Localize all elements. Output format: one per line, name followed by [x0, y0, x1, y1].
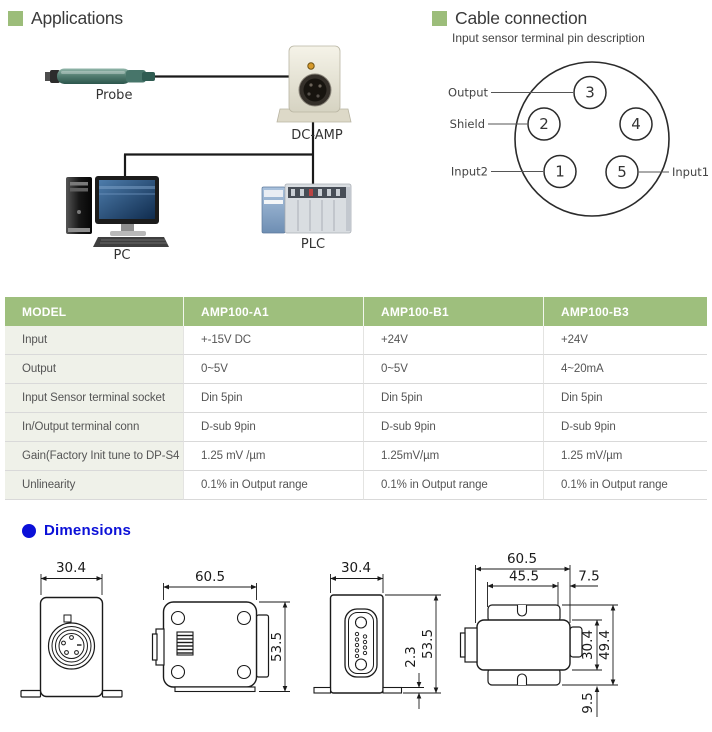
table-row: Output 0~5V 0~5V 4~20mA: [5, 355, 707, 384]
row-label: Input Sensor terminal socket: [5, 384, 183, 413]
row-label: Output: [5, 355, 183, 384]
cell-value: +-15V DC: [183, 326, 363, 355]
cell-value: 4~20mA: [543, 355, 707, 384]
pin-5-label: Input1: [672, 165, 709, 179]
spec-table-header-row: MODEL AMP100-A1 AMP100-B1 AMP100-B3: [5, 297, 707, 326]
dc-amp-label: DC-AMP: [291, 128, 343, 143]
cable-subtitle: Input sensor terminal pin description: [452, 31, 645, 45]
cell-value: 0.1% in Output range: [543, 471, 707, 500]
top-outer-width-dim: 60.5: [507, 551, 537, 567]
pin-3-label: Output: [448, 86, 488, 100]
dc-amp-graphic: [276, 45, 352, 123]
top-body-height-dim: 30.4: [580, 630, 596, 660]
row-label: In/Output terminal conn: [5, 413, 183, 442]
cable-title: Cable connection: [455, 8, 588, 28]
pin-1-label: Input2: [451, 165, 488, 179]
top-offset-dim: 7.5: [578, 569, 599, 585]
applications-diagram: Probe DC-AMP: [45, 45, 352, 263]
rear-flange-dim: 2.3: [403, 646, 419, 667]
cell-value: Din 5pin: [183, 384, 363, 413]
cell-value: +24V: [363, 326, 543, 355]
pin-2-label: Shield: [450, 117, 485, 131]
probe-graphic: [45, 68, 155, 84]
pin-2-number: 2: [539, 115, 549, 133]
cell-value: 0.1% in Output range: [363, 471, 543, 500]
row-label: Input: [5, 326, 183, 355]
green-square-icon: [432, 11, 447, 26]
connection-lines: [123, 75, 315, 187]
cell-value: Din 5pin: [363, 384, 543, 413]
top-inner-width-dim: 45.5: [509, 569, 539, 585]
pin-4-number: 4: [631, 115, 641, 133]
pin-leader-lines: [488, 91, 669, 173]
rear-height-dim: 53.5: [420, 629, 436, 659]
top-flange-ext-dim: 9.5: [580, 692, 596, 713]
side-height-dim: 53.5: [269, 632, 285, 662]
cell-value: D-sub 9pin: [363, 413, 543, 442]
cell-value: 1.25 mV /µm: [183, 442, 363, 471]
spec-table: MODEL AMP100-A1 AMP100-B1 AMP100-B3 Inpu…: [5, 297, 707, 500]
dimensions-section-header: Dimensions: [22, 522, 131, 539]
side-width-dim: 60.5: [195, 569, 225, 585]
top-total-height-dim: 49.4: [597, 630, 613, 660]
cell-value: 0~5V: [363, 355, 543, 384]
table-row: Unlinearity 0.1% in Output range 0.1% in…: [5, 471, 707, 500]
rear-view-drawing: [313, 574, 441, 709]
col-header-amp100-b1: AMP100-B1: [363, 297, 543, 326]
blue-bullet-icon: [22, 523, 36, 538]
col-header-amp100-a1: AMP100-A1: [183, 297, 363, 326]
pc-label: PC: [114, 248, 131, 263]
front-view-drawing: [20, 574, 123, 698]
table-row: In/Output terminal conn D-sub 9pin D-sub…: [5, 413, 707, 442]
applications-section-header: Applications: [8, 8, 123, 29]
row-label: Unlinearity: [5, 471, 183, 500]
col-header-model: MODEL: [5, 297, 183, 326]
probe-label: Probe: [96, 88, 133, 103]
cell-value: 0~5V: [183, 355, 363, 384]
cell-value: +24V: [543, 326, 707, 355]
pin-1-number: 1: [555, 163, 565, 181]
table-row: Gain(Factory Init tune to DP-S4 1.25 mV …: [5, 442, 707, 471]
cell-value: D-sub 9pin: [183, 413, 363, 442]
cell-value: D-sub 9pin: [543, 413, 707, 442]
pin-diagram: 3 2 4 1 5 Output Shield Input2 Input1: [448, 61, 709, 217]
col-header-amp100-b3: AMP100-B3: [543, 297, 707, 326]
table-row: Input +-15V DC +24V +24V: [5, 326, 707, 355]
pc-graphic: [66, 176, 169, 247]
plc-label: PLC: [301, 237, 325, 252]
pin-5-number: 5: [617, 163, 627, 181]
cell-value: Din 5pin: [543, 384, 707, 413]
pin-circles: [527, 75, 653, 189]
front-width-dim: 30.4: [56, 560, 86, 576]
side-view-drawing: [151, 583, 290, 693]
cell-value: 0.1% in Output range: [183, 471, 363, 500]
table-row: Input Sensor terminal socket Din 5pin Di…: [5, 384, 707, 413]
cell-value: 1.25mV/µm: [363, 442, 543, 471]
applications-title: Applications: [31, 8, 123, 28]
plc-graphic: [261, 183, 352, 234]
dimensions-title: Dimensions: [44, 522, 132, 539]
top-view-drawing: [459, 565, 618, 717]
dimension-drawings: 30.4 60.5 53.5: [20, 551, 618, 717]
row-label: Gain(Factory Init tune to DP-S4: [5, 442, 183, 471]
pin-3-number: 3: [585, 84, 595, 102]
green-square-icon: [8, 11, 23, 26]
cell-value: 1.25 mV/µm: [543, 442, 707, 471]
cable-section-header: Cable connection: [432, 8, 587, 29]
rear-width-dim: 30.4: [341, 560, 371, 576]
